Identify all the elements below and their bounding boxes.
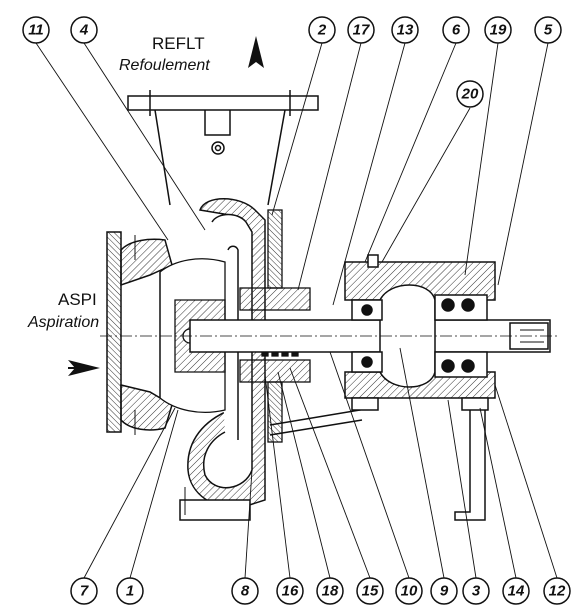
callout-5: 5 [534,16,562,44]
callouts-bottom: 7 1 8 16 18 15 10 9 3 14 12 [70,577,571,605]
svg-text:4: 4 [79,22,89,39]
svg-text:2: 2 [317,22,327,39]
discharge-arrow [248,36,264,68]
callout-14: 14 [502,577,530,605]
suction-arrow [68,360,100,376]
callout-7: 7 [70,577,98,605]
callouts-top: 11 4 2 17 13 6 19 5 20 [22,16,562,108]
callout-10: 10 [395,577,423,605]
callout-20: 20 [456,80,484,108]
leader-lines [35,42,558,579]
svg-text:20: 20 [461,86,479,103]
callout-18: 18 [316,577,344,605]
callout-12: 12 [543,577,571,605]
discharge-code-label: REFLT [152,34,205,53]
svg-text:14: 14 [508,583,525,600]
svg-text:16: 16 [282,583,299,600]
svg-text:3: 3 [472,583,481,600]
seal-area [239,209,311,443]
callout-17: 17 [347,16,375,44]
callout-2: 2 [308,16,336,44]
callout-8: 8 [231,577,259,605]
discharge-flange [127,90,319,206]
svg-text:12: 12 [549,583,566,600]
svg-text:6: 6 [452,22,461,39]
suction-cover [106,231,173,435]
callout-19: 19 [484,16,512,44]
svg-text:11: 11 [28,22,44,39]
callout-3: 3 [462,577,490,605]
svg-text:18: 18 [322,583,339,600]
callout-9: 9 [430,577,458,605]
svg-text:13: 13 [397,22,414,39]
callout-13: 13 [391,16,419,44]
support-foot [269,397,489,521]
callout-1: 1 [116,577,144,605]
svg-text:19: 19 [490,22,507,39]
svg-text:15: 15 [362,583,379,600]
svg-text:9: 9 [440,583,449,600]
svg-text:7: 7 [80,583,89,600]
callout-16: 16 [276,577,304,605]
svg-text:10: 10 [401,583,418,600]
suction-name-label: Aspiration [27,314,99,331]
callout-6: 6 [442,16,470,44]
svg-text:17: 17 [353,22,370,39]
suction-code-label: ASPI [58,290,97,309]
discharge-name-label: Refoulement [119,57,210,74]
callout-11: 11 [22,16,50,44]
svg-text:1: 1 [126,583,134,600]
svg-text:8: 8 [241,583,250,600]
svg-text:5: 5 [544,22,553,39]
callout-4: 4 [70,16,98,44]
callout-15: 15 [356,577,384,605]
